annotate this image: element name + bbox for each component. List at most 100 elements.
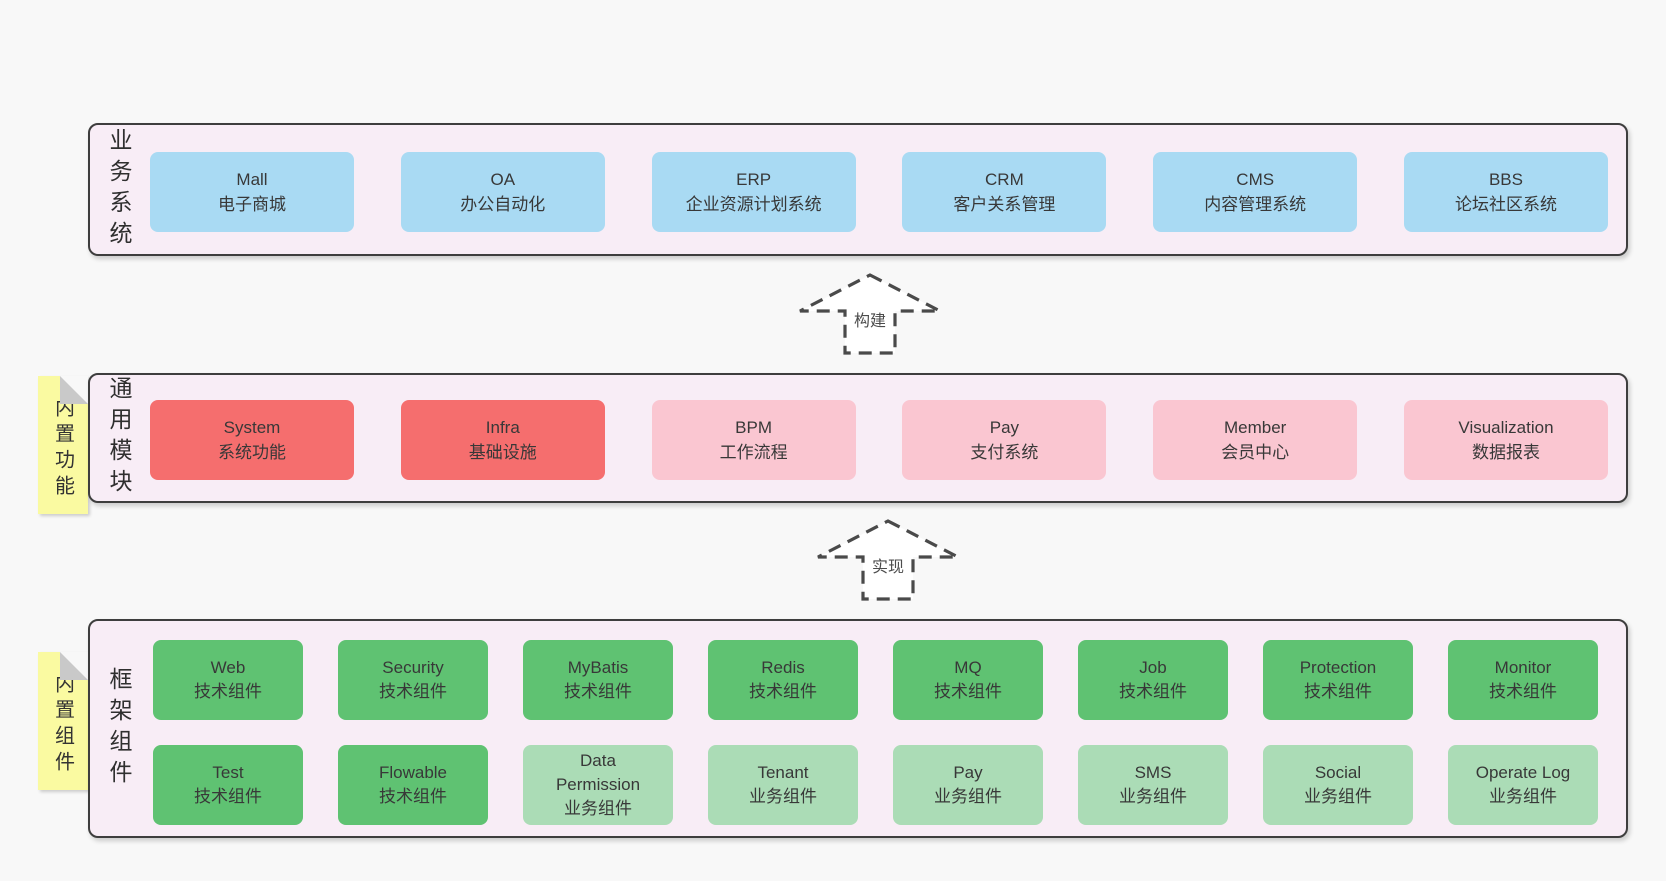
panel-common-modules-label: 通用模块 [106,376,132,500]
module-box-name: OA [490,170,516,189]
module-box-description: 技术组件 [1119,682,1187,701]
module-box-name: Monitor [1494,658,1552,677]
panel-framework-components-label: 框架组件 [106,666,132,791]
module-box-description: 办公自动化 [460,195,546,214]
module-box-data-permission: Data Permission 业务组件 [523,745,673,825]
module-box-system: System 系统功能 [150,400,354,480]
module-box-name: MyBatis [567,658,629,677]
module-box-name: System [223,418,281,437]
module-box-bpm: BPM 工作流程 [651,400,856,480]
module-box-name: Data Permission [555,751,641,794]
module-box-description: 技术组件 [379,682,447,701]
module-box-description: 技术组件 [934,682,1002,701]
module-box-name: CRM [985,170,1024,189]
module-box-erp: ERP 企业资源计划系统 [651,152,856,232]
module-box-description: 系统功能 [218,443,286,462]
module-box-crm: CRM 客户关系管理 [902,152,1107,232]
module-box-name: Tenant [757,763,809,782]
folded-corner-icon [60,652,88,680]
panel-business-systems-label: 业务系统 [106,127,132,252]
module-box-description: 业务组件 [934,787,1002,806]
module-box-description: 企业资源计划系统 [685,195,822,214]
module-box-description: 业务组件 [749,787,817,806]
module-box-name: Flowable [378,763,448,782]
module-box-name: Pay [989,418,1020,437]
module-box-operate-log: Operate Log 业务组件 [1448,745,1598,825]
module-box-description: 数据报表 [1471,443,1540,462]
module-box-name: MQ [954,658,982,677]
module-box-name: Visualization [1458,418,1554,437]
module-box-description: 电子商城 [218,195,286,214]
module-box-description: 业务组件 [1304,787,1372,806]
module-box-name: Job [1139,658,1167,677]
sticky-label-built-in-features: 内置功能 [51,397,74,501]
module-box-mq: MQ 技术组件 [893,640,1043,720]
module-box-cms: CMS 内容管理系统 [1153,152,1358,232]
module-box-name: ERP [736,170,772,189]
module-box-description: 客户关系管理 [953,195,1056,214]
module-box-description: 业务组件 [1119,787,1187,806]
sticky-note-built-in-components: 内置组件 [38,652,88,790]
module-box-description: 会员中心 [1221,443,1290,462]
module-box-description: 技术组件 [1304,682,1372,701]
module-box-name: Mall [236,170,268,189]
module-box-description: 业务组件 [1489,787,1557,806]
module-box-name: Pay [953,763,983,782]
module-box-description: 基础设施 [468,443,537,462]
module-box-description: 业务组件 [564,799,632,818]
business-systems-box-row: Mall 电子商城 OA 办公自动化 ERP 企业资源计划系统 CRM 客户关系管理 CMS 内容… [150,152,1608,232]
module-box-member: Member 会员中心 [1153,400,1358,480]
module-box-protection: Protection 技术组件 [1263,640,1413,720]
module-box-monitor: Monitor 技术组件 [1448,640,1598,720]
module-box-name: Operate Log [1475,763,1571,782]
module-box-job: Job 技术组件 [1078,640,1228,720]
module-box-mybatis: MyBatis 技术组件 [523,640,673,720]
module-box-name: Member [1224,418,1287,437]
module-box-description: 技术组件 [564,682,632,701]
module-box-sms: SMS 业务组件 [1078,745,1228,825]
module-box-name: Protection [1299,658,1377,677]
module-box-test: Test 技术组件 [153,745,303,825]
module-box-name: Test [212,763,244,782]
module-box-description: 内容管理系统 [1204,195,1307,214]
module-box-description: 技术组件 [194,787,262,806]
module-box-description: 工作流程 [719,443,788,462]
module-box-redis: Redis 技术组件 [708,640,858,720]
module-box-visualization: Visualization 数据报表 [1403,400,1608,480]
build-arrow-icon: 构建 [795,272,945,356]
module-box-name: BPM [735,418,773,437]
module-box-infra: Infra 基础设施 [400,400,605,480]
panel-business-systems: 业务系统 Mall 电子商城 OA 办公自动化 ERP 企业资源计划系统 CRM 客户关系管理… [88,123,1628,256]
module-box-mall: Mall 电子商城 [150,152,354,232]
module-box-name: CMS [1236,170,1275,189]
module-box-name: Social [1314,763,1362,782]
module-box-bbs: BBS 论坛社区系统 [1403,152,1608,232]
module-box-name: Infra [485,418,520,437]
module-box-name: Redis [761,658,805,677]
implement-arrow-icon: 实现 [813,518,963,602]
module-box-oa: OA 办公自动化 [400,152,605,232]
module-box-description: 技术组件 [749,682,817,701]
module-box-description: 技术组件 [194,682,262,701]
module-box-name: SMS [1134,763,1172,782]
module-box-description: 技术组件 [1489,682,1557,701]
module-box-name: Web [210,658,246,677]
module-box-pay: Pay 业务组件 [893,745,1043,825]
folded-corner-icon [60,376,88,404]
build-arrow-label: 构建 [850,306,890,332]
implement-arrow-label: 实现 [868,552,908,578]
module-box-flowable: Flowable 技术组件 [338,745,488,825]
module-box-description: 技术组件 [379,787,447,806]
module-box-name: BBS [1488,170,1523,189]
module-box-description: 论坛社区系统 [1454,195,1557,214]
module-box-tenant: Tenant 业务组件 [708,745,858,825]
module-box-web: Web 技术组件 [153,640,303,720]
sticky-note-built-in-features: 内置功能 [38,376,88,514]
